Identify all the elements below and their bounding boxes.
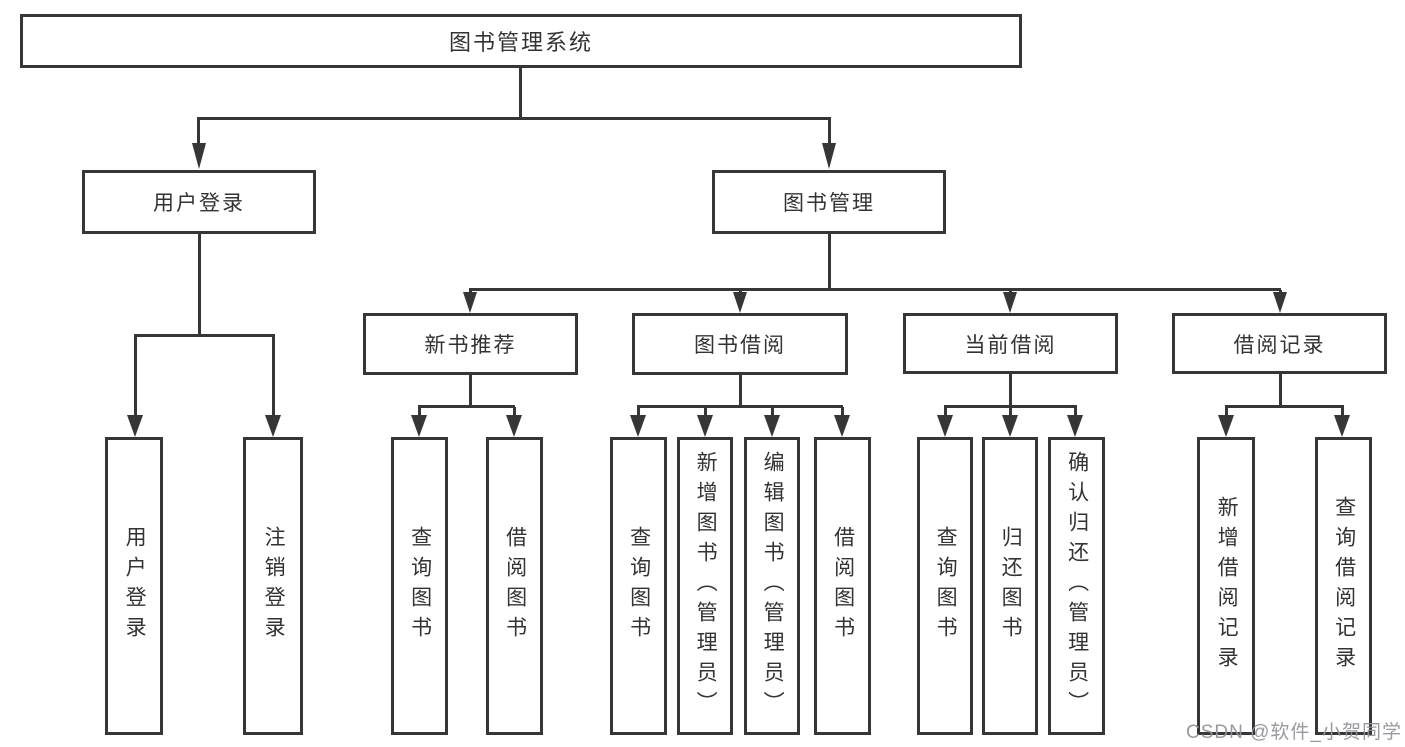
connector-root-stem	[519, 68, 522, 119]
node-book-management-label: 图书管理	[783, 192, 875, 215]
connector-stem	[739, 375, 742, 408]
leaf-borrow-books-recommend-label: 借阅图书	[503, 526, 527, 646]
connector-arrow-line	[944, 407, 947, 417]
arrow-down-icon	[834, 415, 850, 437]
connector-arrow-line	[637, 407, 640, 417]
arrow-down-icon	[1334, 415, 1350, 437]
node-book-management: 图书管理	[712, 170, 946, 234]
leaf-borrow-books-label: 借阅图书	[831, 526, 855, 646]
arrow-down-icon	[1218, 415, 1234, 437]
leaf-add-borrow-record: 新增借阅记录	[1197, 437, 1255, 735]
connector-arrow-line	[828, 119, 831, 145]
leaf-confirm-return-admin: 确认归还（管理员）	[1048, 437, 1105, 735]
node-current-borrowing: 当前借阅	[903, 313, 1118, 374]
leaf-add-borrow-record-label: 新增借阅记录	[1215, 496, 1239, 676]
arrow-down-icon	[506, 415, 522, 437]
connector-level2-rail	[197, 117, 831, 120]
leaf-query-books-current-label: 查询图书	[934, 526, 958, 646]
connector-arrow-line	[771, 407, 774, 417]
leaf-confirm-return-admin-label: 确认归还（管理员）	[1065, 451, 1089, 721]
node-book-borrowing: 图书借阅	[632, 313, 848, 375]
arrow-down-icon	[1273, 292, 1287, 313]
connector-arrow-line	[1074, 407, 1077, 417]
connector-user-rail	[134, 334, 275, 337]
arrow-down-icon	[733, 292, 747, 313]
node-library-system-label: 图书管理系统	[448, 30, 593, 55]
arrow-down-icon	[463, 292, 477, 313]
node-user-login: 用户登录	[82, 170, 316, 234]
leaf-borrow-books-recommend: 借阅图书	[486, 437, 543, 735]
leaf-user-login: 用户登录	[105, 437, 163, 735]
connector-rail	[1225, 405, 1344, 408]
connector-arrow-line	[134, 336, 137, 416]
arrow-down-icon	[411, 415, 427, 437]
connector-arrow-line	[418, 407, 421, 417]
connector-rail	[418, 405, 515, 408]
connector-stem	[1279, 374, 1282, 408]
leaf-add-books-admin: 新增图书（管理员）	[677, 437, 733, 735]
leaf-query-borrow-record: 查询借阅记录	[1315, 437, 1372, 735]
connector-rail	[944, 405, 1077, 408]
connector-arrow-line	[197, 119, 200, 145]
arrow-down-icon	[127, 415, 143, 437]
leaf-edit-books-admin: 编辑图书（管理员）	[744, 437, 800, 735]
connector-stem	[1009, 374, 1012, 408]
connector-stem	[469, 375, 472, 408]
node-book-borrowing-label: 图书借阅	[694, 334, 786, 357]
node-borrowing-records-label: 借阅记录	[1233, 333, 1326, 357]
leaf-query-borrow-record-label: 查询借阅记录	[1332, 496, 1356, 676]
connector-mgmt-stem	[828, 234, 831, 290]
csdn-watermark: CSDN @软件_小贺同学	[1186, 722, 1402, 743]
leaf-edit-books-admin-label: 编辑图书（管理员）	[761, 451, 785, 721]
leaf-query-books-recommend-label: 查询图书	[408, 526, 432, 646]
leaf-return-books: 归还图书	[982, 437, 1038, 735]
leaf-query-books-borrowing-label: 查询图书	[627, 526, 651, 646]
node-library-system: 图书管理系统	[20, 14, 1022, 68]
connector-arrow-line	[1341, 407, 1344, 417]
node-current-borrowing-label: 当前借阅	[964, 333, 1057, 357]
connector-arrow-line	[1225, 407, 1228, 417]
connector-user-stem	[198, 234, 201, 336]
node-new-book-recommend-label: 新书推荐	[424, 334, 517, 357]
arrow-down-icon	[192, 143, 206, 169]
leaf-logout-label: 注销登录	[262, 526, 286, 646]
leaf-query-books-recommend: 查询图书	[391, 437, 448, 735]
connector-arrow-line	[704, 407, 707, 417]
arrow-down-icon	[1003, 292, 1017, 313]
arrow-down-icon	[937, 415, 953, 437]
leaf-query-books-borrowing: 查询图书	[610, 437, 667, 735]
leaf-return-books-label: 归还图书	[999, 526, 1023, 646]
leaf-logout: 注销登录	[243, 437, 303, 735]
connector-arrow-line	[1009, 407, 1012, 417]
arrow-down-icon	[764, 415, 780, 437]
arrow-down-icon	[822, 143, 836, 169]
connector-arrow-line	[513, 407, 516, 417]
connector-level3-rail	[469, 288, 1281, 291]
arrow-down-icon	[265, 415, 281, 437]
leaf-add-books-admin-label: 新增图书（管理员）	[694, 451, 718, 721]
node-new-book-recommend: 新书推荐	[363, 313, 578, 375]
connector-arrow-line	[841, 407, 844, 417]
leaf-user-login-label: 用户登录	[123, 526, 147, 646]
arrow-down-icon	[1067, 415, 1083, 437]
arrow-down-icon	[697, 415, 713, 437]
connector-arrow-line	[272, 336, 275, 416]
node-borrowing-records: 借阅记录	[1172, 313, 1387, 374]
arrow-down-icon	[1002, 415, 1018, 437]
node-user-login-label: 用户登录	[153, 192, 245, 215]
leaf-query-books-current: 查询图书	[917, 437, 973, 735]
arrow-down-icon	[630, 415, 646, 437]
leaf-borrow-books: 借阅图书	[814, 437, 871, 735]
connector-rail	[637, 405, 843, 408]
